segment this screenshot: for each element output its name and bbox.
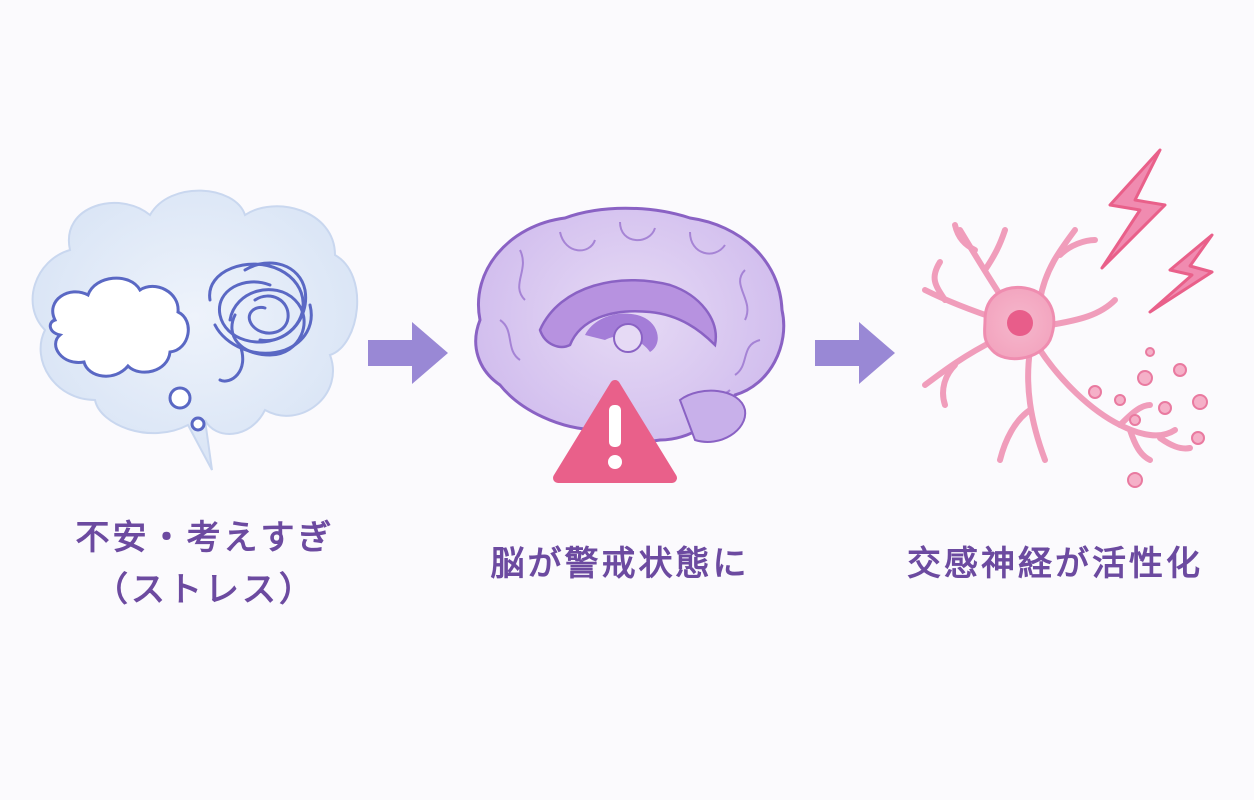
thought-bubble-tangled-icon xyxy=(31,189,359,471)
step-label-stress-line1: 不安・考えすぎ xyxy=(75,518,335,558)
step-label-brain-alert-line1: 脳が警戒状態に xyxy=(490,544,750,584)
step-label-sympathetic: 交感神経が活性化 xyxy=(870,538,1240,590)
step-label-brain-alert: 脳が警戒状態に xyxy=(440,538,800,590)
step-label-sympathetic-line1: 交感神経が活性化 xyxy=(907,544,1203,584)
right-arrow-icon xyxy=(815,322,895,384)
right-arrow-icon xyxy=(368,322,448,384)
neuron-lightning-icon xyxy=(922,148,1214,488)
step-label-stress: 不安・考えすぎ （ストレス） xyxy=(40,512,370,616)
step-label-stress-line2: （ストレス） xyxy=(94,570,316,610)
brain-warning-icon xyxy=(474,206,786,483)
